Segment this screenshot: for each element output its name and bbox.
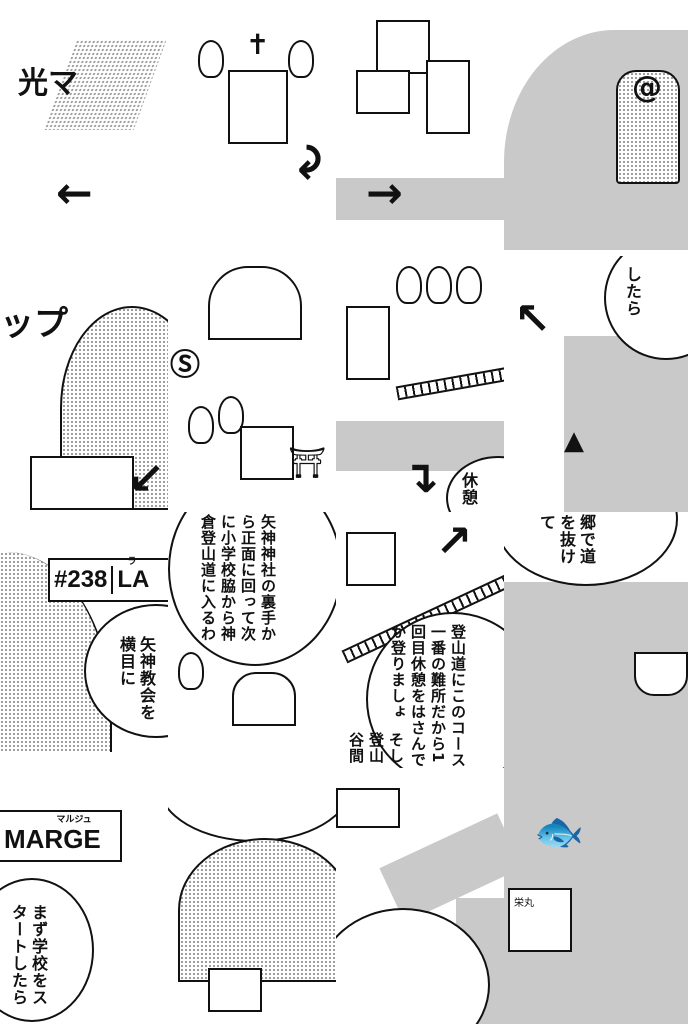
- tile-hill-left[interactable]: ップ ←: [0, 256, 168, 512]
- speech-bubble: [168, 768, 336, 842]
- tile-railway-bubble[interactable]: → 登山道にこのコース一番の難所だから1回目休憩をはさんでか登りましょ そし登山…: [336, 512, 504, 768]
- bubble-text: 矢神教会を横目に: [117, 636, 156, 721]
- boat: 栄丸: [508, 888, 572, 952]
- sign-number: #238: [50, 566, 114, 594]
- tile-forest-river[interactable]: ↴ 休憩: [336, 256, 504, 512]
- train: [336, 788, 400, 828]
- tile-cliff-sea[interactable]: したら → ▲: [504, 256, 688, 512]
- tile-church[interactable]: ✝ ↷: [168, 0, 336, 256]
- tile-station-shrine[interactable]: Ⓢ ⛩: [168, 256, 336, 512]
- tile-sign-marge[interactable]: マルジュ MARGE まず学校をスタートしたら: [0, 768, 168, 1024]
- bubble-text: まず学校をスタートしたら: [9, 904, 48, 1006]
- tree-icon: [218, 396, 244, 434]
- building: [30, 456, 134, 510]
- sign-ruby: ラ: [127, 556, 137, 566]
- school-building: [232, 672, 296, 726]
- tile-sea-fish[interactable]: 🐟 栄丸: [504, 768, 688, 1024]
- bubble-text: したら: [623, 266, 642, 317]
- tree-icon: [396, 266, 422, 304]
- tile-lighthouse-sea[interactable]: @: [504, 0, 688, 256]
- tree-icon: [288, 40, 314, 78]
- rock-icon: ▲: [564, 426, 584, 456]
- sea: [564, 336, 688, 512]
- station-building: [208, 266, 302, 340]
- lighthouse-island: [616, 70, 680, 184]
- tree-icon: [456, 266, 482, 304]
- building: [346, 306, 390, 380]
- tile-fields-watermill[interactable]: 光マ ←: [0, 0, 168, 256]
- tile-hill-train[interactable]: [168, 768, 336, 1024]
- fish-icon: 🐟: [534, 809, 584, 855]
- route-sign: マルジュ MARGE: [0, 810, 122, 862]
- tree-icon: [188, 406, 214, 444]
- speech-bubble: まず学校をスタートしたら: [0, 878, 94, 1022]
- bubble-text: そし登山谷間: [347, 732, 405, 764]
- boat: [634, 652, 688, 696]
- building: [356, 70, 410, 114]
- railway-track: [395, 365, 504, 401]
- tile-town[interactable]: →: [336, 0, 504, 256]
- building: [346, 532, 396, 586]
- arrow-down-left-icon: →: [504, 287, 564, 350]
- speech-bubble: 矢神神社の裏手から正面に回って次に小学校脇から神倉登山道に入るわ: [168, 512, 336, 666]
- bubble-text: 矢神神社の裏手から正面に回って次に小学校脇から神倉登山道に入るわ: [199, 514, 277, 642]
- tree-icon: [426, 266, 452, 304]
- circled-s-icon: Ⓢ: [170, 348, 200, 383]
- bubble-text: 休憩: [459, 472, 478, 506]
- arrow-up-right-icon: →: [423, 512, 486, 571]
- building: [376, 20, 430, 74]
- tile-sea-boat[interactable]: 郷で道を抜けて: [504, 512, 688, 768]
- bubble-text: 郷で道を抜けて: [537, 514, 596, 565]
- road: [336, 178, 504, 220]
- map-title-fragment: ップ: [0, 304, 68, 344]
- spiral-marker-icon: @: [632, 70, 662, 105]
- boat-label: 栄丸: [514, 898, 534, 909]
- tile-road-train[interactable]: [336, 768, 504, 1024]
- tree-icon: [198, 40, 224, 78]
- map-title-fragment: 光マ: [18, 66, 78, 101]
- building: [426, 60, 470, 134]
- arrow-left-icon: ←: [56, 168, 93, 219]
- cross-icon: ✝: [246, 28, 270, 61]
- church-building: [228, 70, 288, 144]
- arrow-turn-icon: ↴: [402, 452, 439, 503]
- speech-bubble: 郷で道を抜けて: [504, 512, 678, 586]
- shrine-building: [240, 426, 294, 480]
- hill: [178, 838, 336, 982]
- tile-school[interactable]: 矢神神社の裏手から正面に回って次に小学校脇から神倉登山道に入るわ: [168, 512, 336, 768]
- arrow-curve-icon: ↷: [279, 143, 331, 181]
- tree-icon: [178, 652, 204, 690]
- sign-word: MARGE: [4, 824, 101, 854]
- bubble-text: 登山道にこのコース一番の難所だから1回目休憩をはさんでか登りましょ: [389, 624, 467, 768]
- speech-bubble: 登山道にこのコース一番の難所だから1回目休憩をはさんでか登りましょ: [366, 612, 504, 768]
- arrow-right-icon: →: [366, 168, 403, 219]
- sign-ruby: マルジュ: [56, 814, 92, 824]
- train: [208, 968, 262, 1012]
- torii-gate-icon: ⛩: [288, 446, 327, 481]
